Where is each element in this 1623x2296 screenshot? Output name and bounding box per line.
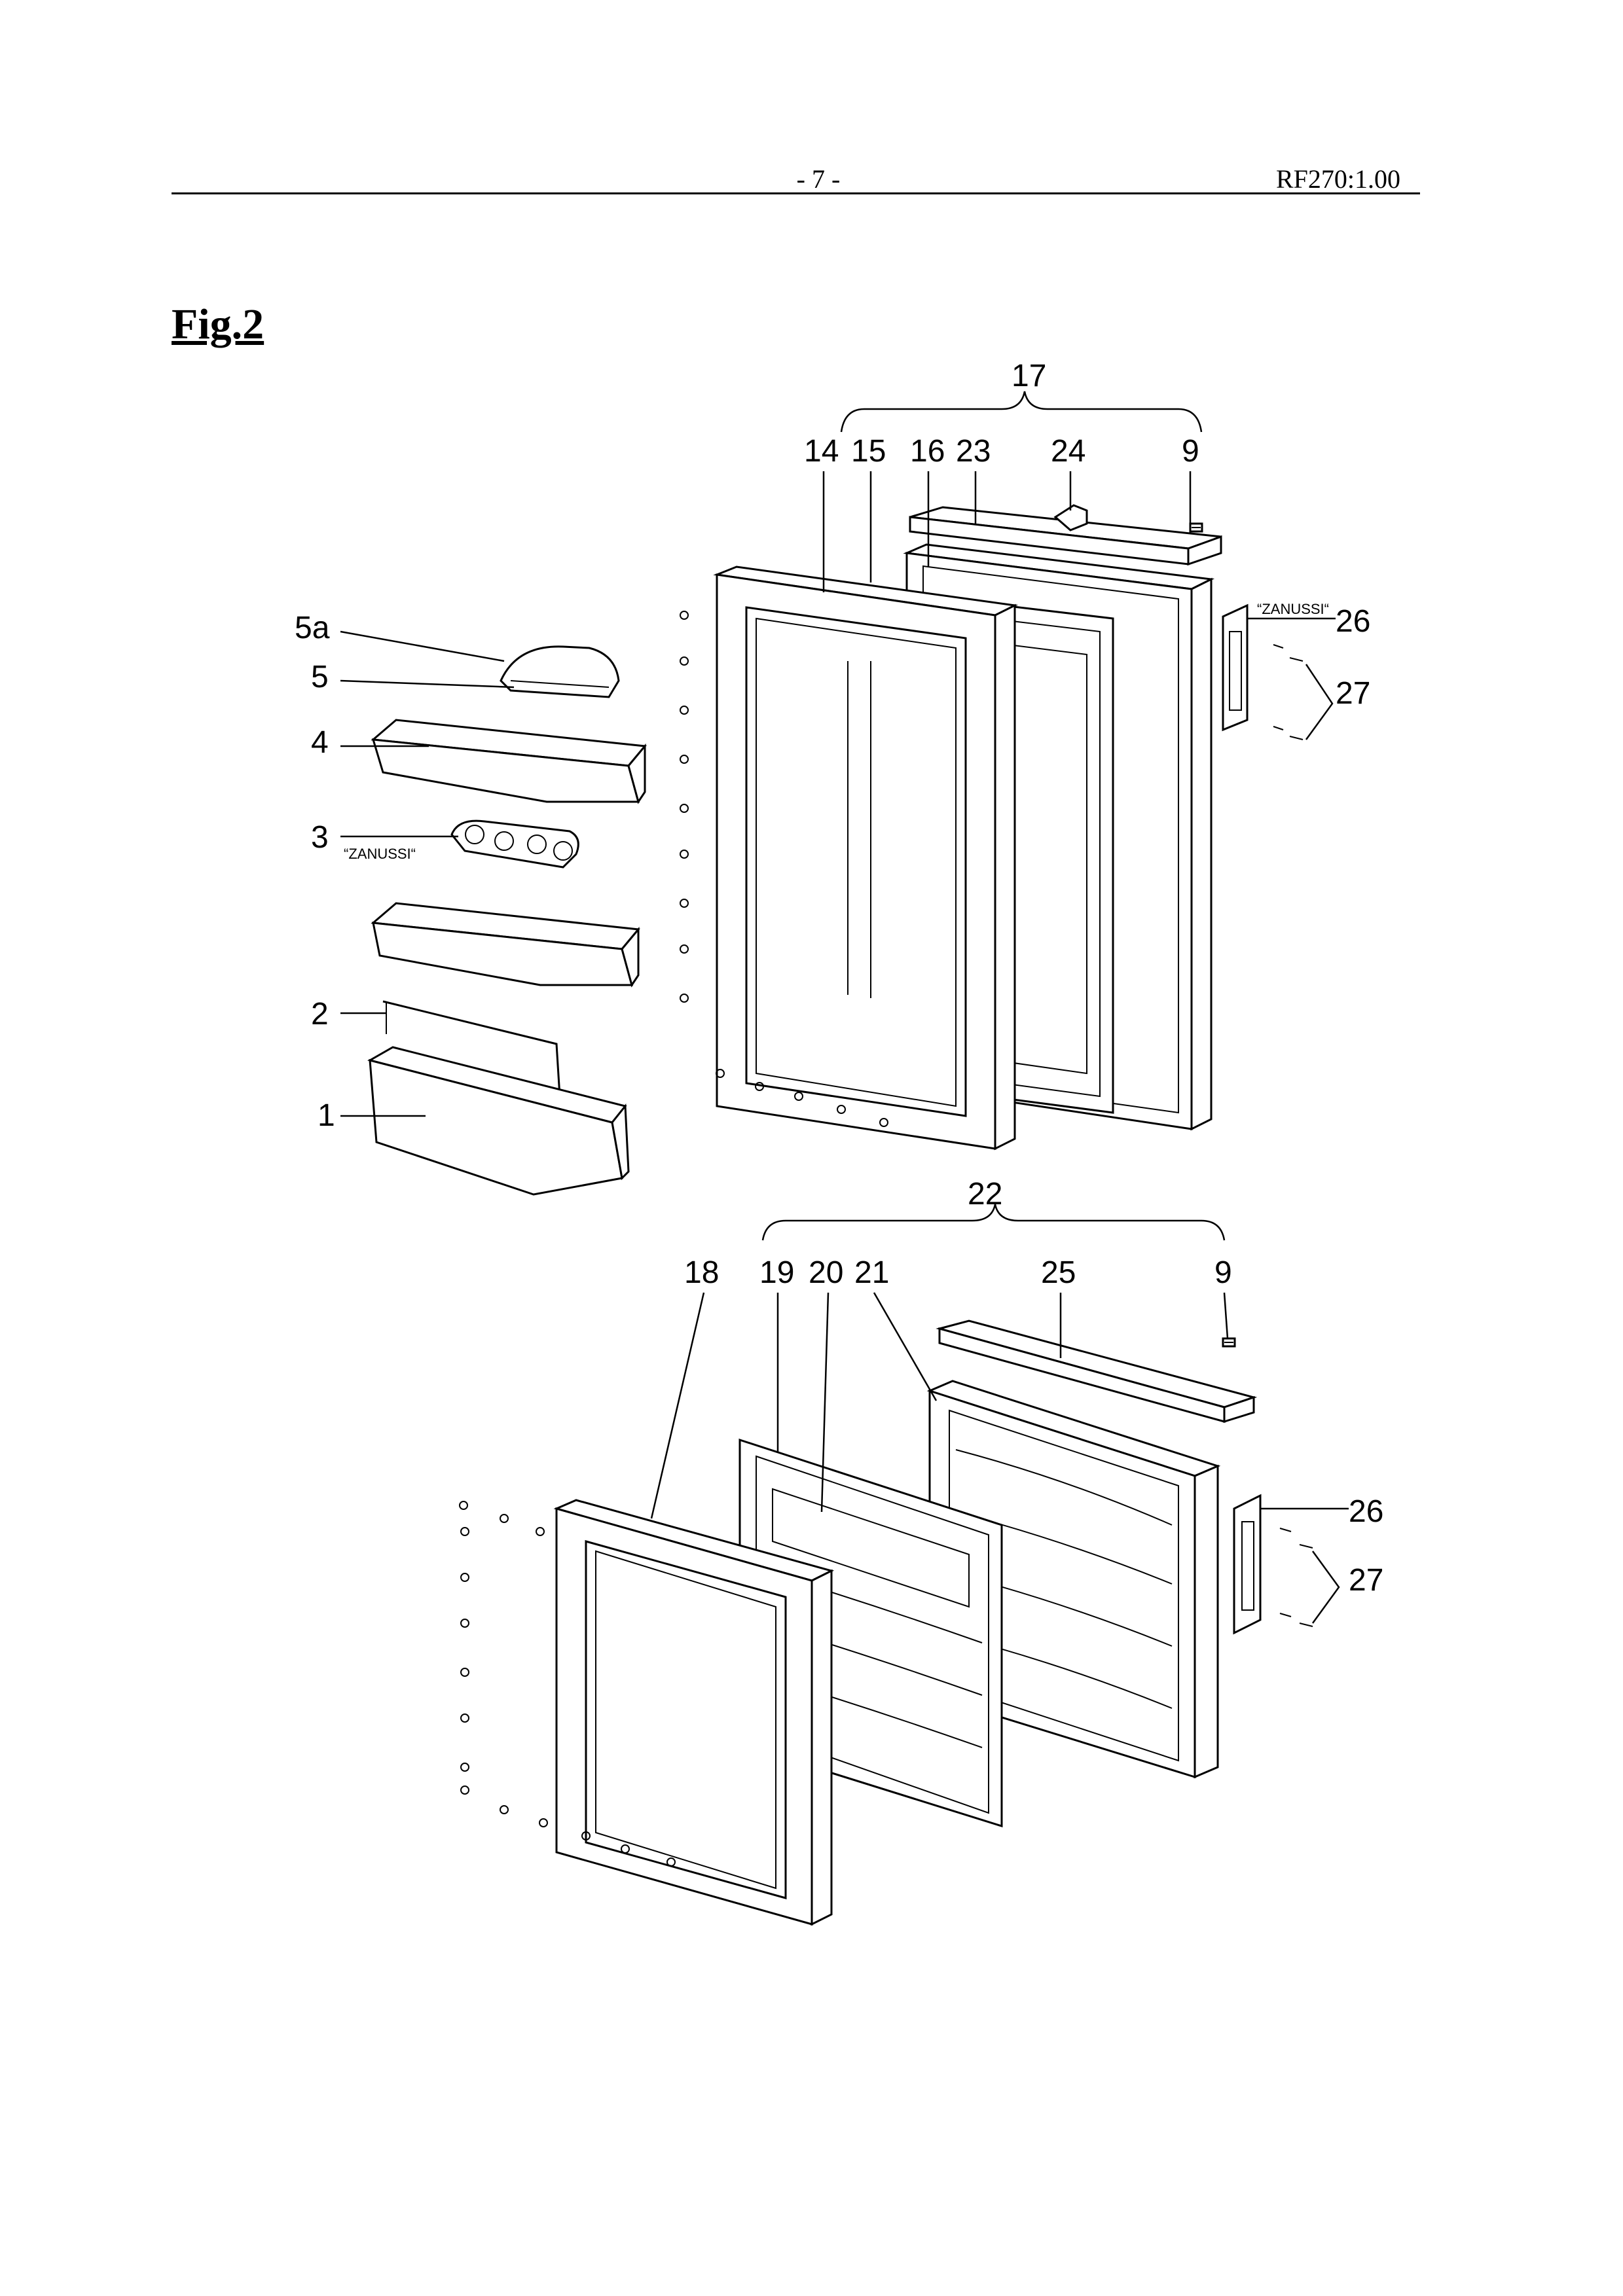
leader-18	[650, 1292, 705, 1519]
callout-15: 15	[851, 434, 886, 469]
callout-4: 4	[311, 725, 329, 760]
callout-24: 24	[1051, 434, 1085, 469]
brace-17	[840, 391, 1203, 433]
callout-19: 19	[759, 1255, 794, 1290]
callout-9-upper: 9	[1182, 434, 1199, 469]
callout-18: 18	[684, 1255, 719, 1290]
callout-1: 1	[318, 1098, 335, 1133]
callout-5a: 5a	[295, 611, 330, 645]
leader-9-lower	[1223, 1292, 1229, 1339]
part-25-lower-cover-bar	[936, 1319, 1258, 1424]
part-1-bottle-shelf	[367, 1046, 630, 1196]
leader-21	[873, 1292, 938, 1401]
leader-5	[340, 679, 515, 689]
part-3-egg-tray	[450, 819, 579, 869]
callout-26-lower: 26	[1349, 1494, 1383, 1529]
figure-title: Fig.2	[172, 300, 264, 348]
callout-3: 3	[311, 820, 329, 855]
callout-27-upper: 27	[1336, 676, 1370, 711]
part-5-dairy-compartment-cover	[500, 645, 620, 698]
part-26-door-handle-upper	[1222, 603, 1249, 732]
page-number: - 7 -	[796, 164, 841, 194]
callout-21: 21	[854, 1255, 889, 1290]
part-2-bottle-rail	[382, 1000, 561, 1097]
part-23-top-cover-bar	[909, 506, 1222, 566]
screws-upper-left	[680, 611, 888, 1127]
callout-20: 20	[809, 1255, 843, 1290]
door-shelf-middle	[371, 902, 640, 988]
part-18-door-gasket-frame-lower	[553, 1499, 835, 1926]
callout-9-lower: 9	[1214, 1255, 1232, 1290]
part-9-screw-upper	[1189, 522, 1203, 533]
header-rule	[172, 192, 1420, 194]
callout-22: 22	[968, 1177, 1002, 1211]
part-14-door-gasket-frame	[713, 565, 1018, 1151]
callout-2: 2	[311, 997, 329, 1031]
leader-20	[820, 1292, 830, 1513]
callout-14: 14	[804, 434, 839, 469]
callout-25: 25	[1041, 1255, 1076, 1290]
leader-5a	[340, 630, 505, 662]
part-4-door-shelf-upper	[371, 719, 647, 804]
callout-16: 16	[910, 434, 945, 469]
document-code: RF270:1.00	[1275, 164, 1400, 194]
brand-mark-handle: “ZANUSSI“	[1257, 601, 1329, 617]
brand-mark-egg-tray: “ZANUSSI“	[344, 846, 416, 862]
callout-23: 23	[956, 434, 991, 469]
screws-lower-left	[459, 1501, 676, 1867]
part-9-screw-lower	[1222, 1337, 1236, 1348]
callout-27-lower: 27	[1349, 1563, 1383, 1598]
brace-22	[761, 1204, 1226, 1241]
callout-5: 5	[311, 660, 329, 694]
part-27-handle-screws-lower	[1279, 1528, 1340, 1627]
liner-ribs-upper	[847, 661, 871, 998]
part-26-door-handle-lower	[1233, 1494, 1262, 1635]
callout-17: 17	[1012, 359, 1046, 393]
callout-26-upper: 26	[1336, 604, 1370, 639]
part-27-handle-screws-upper	[1273, 644, 1334, 740]
